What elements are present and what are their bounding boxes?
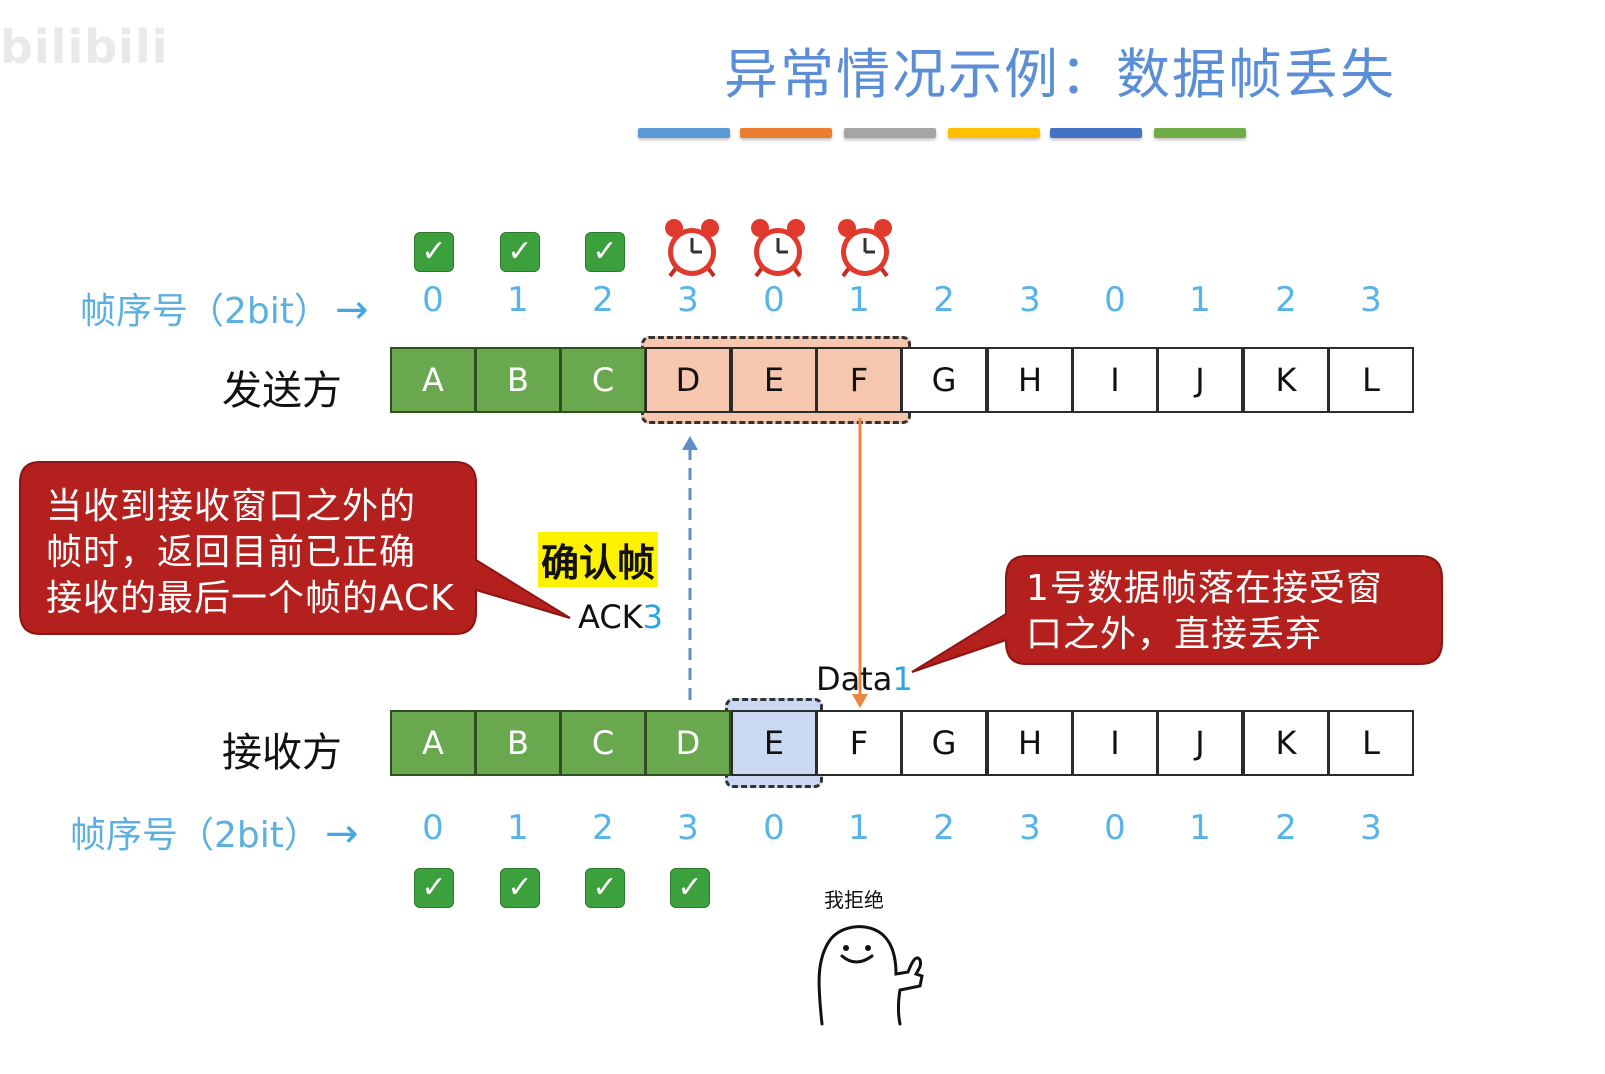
seq-number: 3 <box>1019 280 1041 320</box>
sender-frame: F <box>816 347 902 413</box>
receiver-frame: C <box>560 710 646 776</box>
ack-label-prefix: ACK <box>578 598 643 636</box>
sender-frame: E <box>731 347 817 413</box>
sender-frame: D <box>645 347 731 413</box>
page-title: 异常情况示例：数据帧丢失 <box>724 43 1396 106</box>
sender-frame: L <box>1328 347 1414 413</box>
seq-number: 3 <box>1019 808 1041 848</box>
seq-number: 1 <box>507 280 529 320</box>
ack-label: ACK3 <box>578 598 663 636</box>
receiver-frame: L <box>1328 710 1414 776</box>
watermark: bilibili <box>0 20 169 74</box>
receiver-frame: J <box>1157 710 1243 776</box>
seq-number: 1 <box>848 280 870 320</box>
receiver-frame: B <box>475 710 561 776</box>
refusing-doodle-figure <box>817 925 924 1026</box>
check-icon: ✓ <box>500 868 540 908</box>
sender-seq-label: 帧序号（2bit） → <box>80 282 368 334</box>
title-bar-segment <box>844 128 936 138</box>
seq-number: 0 <box>1104 808 1126 848</box>
receiver-frame: D <box>645 710 731 776</box>
ack-arrowhead <box>682 436 698 450</box>
arrow-right-icon: → <box>334 287 369 333</box>
check-icon: ✓ <box>585 232 625 272</box>
seq-number: 3 <box>1360 280 1382 320</box>
receiver-frame: F <box>816 710 902 776</box>
seq-number: 1 <box>1189 280 1211 320</box>
check-icon: ✓ <box>585 868 625 908</box>
check-icon: ✓ <box>414 232 454 272</box>
seq-number: 3 <box>677 808 699 848</box>
check-icon: ✓ <box>414 868 454 908</box>
ack-label-number: 3 <box>642 598 664 636</box>
seq-number: 2 <box>592 808 614 848</box>
left-callout-line: 当收到接收窗口之外的 <box>46 486 417 527</box>
alarm-clock-icon <box>665 219 719 278</box>
sender-frame: J <box>1157 347 1243 413</box>
check-icon: ✓ <box>500 232 540 272</box>
left-callout-line: 帧时，返回目前已正确 <box>46 532 417 573</box>
title-bar-segment <box>948 128 1040 138</box>
seq-number: 1 <box>1189 808 1211 848</box>
receiver-label: 接收方 <box>222 730 342 776</box>
seq-label-text: 帧序号（2bit） <box>70 815 320 856</box>
receiver-frame: G <box>901 710 987 776</box>
data-label-number: 1 <box>892 660 913 698</box>
title-bar-segment <box>740 128 832 138</box>
seq-number: 2 <box>592 280 614 320</box>
data-label-prefix: Data <box>816 660 893 698</box>
data-arrowhead <box>852 694 868 708</box>
seq-number: 1 <box>507 808 529 848</box>
title-bar-segment <box>1154 128 1246 138</box>
receiver-seq-label: 帧序号（2bit） → <box>70 806 358 858</box>
right-callout-line: 1号数据帧落在接受窗 <box>1026 568 1383 609</box>
seq-number: 3 <box>1360 808 1382 848</box>
sender-label: 发送方 <box>222 368 342 414</box>
seq-number: 1 <box>848 808 870 848</box>
seq-label-text: 帧序号（2bit） <box>80 291 330 332</box>
sender-frame: K <box>1243 347 1329 413</box>
sender-frame: A <box>390 347 476 413</box>
ack-frame-title: 确认帧 <box>538 532 659 587</box>
right-callout-line: 口之外，直接丢弃 <box>1026 614 1323 655</box>
receiver-frame: E <box>731 710 817 776</box>
receiver-frame: I <box>1072 710 1158 776</box>
sender-frame: G <box>901 347 987 413</box>
seq-number: 0 <box>1104 280 1126 320</box>
title-bar-segment <box>638 128 730 138</box>
refuse-text: 我拒绝 <box>824 888 884 912</box>
seq-number: 2 <box>933 280 955 320</box>
seq-number: 0 <box>763 280 785 320</box>
seq-number: 2 <box>1275 808 1297 848</box>
check-icon: ✓ <box>670 868 710 908</box>
title-bar-segment <box>1050 128 1142 138</box>
sender-frame: I <box>1072 347 1158 413</box>
seq-number: 2 <box>933 808 955 848</box>
seq-number: 0 <box>763 808 785 848</box>
left-callout-line: 接收的最后一个帧的ACK <box>46 578 455 619</box>
receiver-frame: H <box>987 710 1073 776</box>
sender-frame: B <box>475 347 561 413</box>
alarm-clock-icon <box>838 219 892 278</box>
receiver-frame: K <box>1243 710 1329 776</box>
receiver-frame: A <box>390 710 476 776</box>
seq-number: 0 <box>422 808 444 848</box>
seq-number: 2 <box>1275 280 1297 320</box>
alarm-clock-icon <box>751 219 805 278</box>
seq-number: 3 <box>677 280 699 320</box>
seq-number: 0 <box>422 280 444 320</box>
arrow-right-icon: → <box>324 811 359 857</box>
data-label: Data1 <box>816 660 913 698</box>
